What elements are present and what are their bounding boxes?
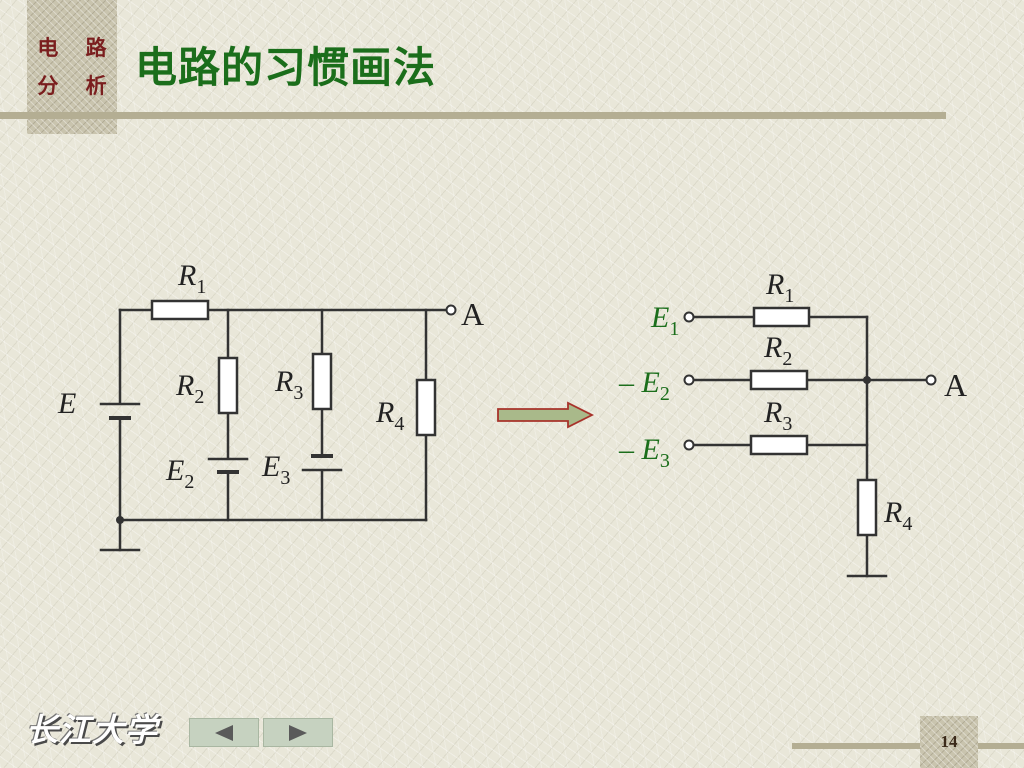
left-r1-resistor bbox=[150, 299, 210, 321]
right-e3-terminal bbox=[683, 439, 695, 451]
course-logo: 电 路 分 析 bbox=[27, 0, 117, 134]
right-r4-resistor bbox=[856, 478, 878, 537]
transform-arrow bbox=[497, 401, 595, 429]
logo-line-1: 电 路 bbox=[37, 36, 117, 60]
arrow-right-icon bbox=[289, 724, 307, 741]
prev-slide-button[interactable] bbox=[189, 718, 259, 747]
right-r2-label: R2 bbox=[763, 331, 792, 370]
right-node-a-terminal bbox=[925, 374, 937, 386]
right-e1-terminal bbox=[683, 311, 695, 323]
page-number: 14 bbox=[940, 732, 958, 751]
left-node-a-terminal bbox=[445, 304, 457, 316]
right-r4-label: R4 bbox=[883, 496, 912, 535]
left-r2-resistor bbox=[217, 356, 239, 415]
right-node-a-label: A bbox=[944, 367, 967, 403]
left-e-label: E bbox=[57, 387, 76, 420]
logo-line-2: 分 析 bbox=[37, 74, 117, 98]
left-r1-label: R1 bbox=[177, 259, 206, 298]
right-r2-resistor bbox=[749, 369, 809, 391]
page-title: 电路的习惯画法 bbox=[135, 43, 437, 92]
left-r4-label: R4 bbox=[375, 396, 404, 435]
left-node-a-label: A bbox=[461, 296, 484, 332]
left-r2-label: R2 bbox=[175, 369, 204, 408]
footer-divider bbox=[792, 743, 1024, 749]
page-number-box: 14 bbox=[920, 716, 978, 768]
left-e2-label: E2 bbox=[165, 454, 194, 493]
right-r3-resistor bbox=[749, 434, 809, 456]
right-r3-label: R3 bbox=[763, 396, 792, 435]
right-e1-label: E1 bbox=[650, 301, 679, 340]
title-divider bbox=[0, 112, 946, 119]
left-e3-label: E3 bbox=[261, 450, 290, 489]
left-r4-resistor bbox=[415, 378, 437, 437]
next-slide-button[interactable] bbox=[263, 718, 333, 747]
arrow-left-icon bbox=[215, 724, 233, 741]
university-logo-text: 长江大学 bbox=[26, 711, 159, 749]
right-e3-label: – E3 bbox=[618, 433, 670, 472]
right-e2-terminal bbox=[683, 374, 695, 386]
right-r1-label: R1 bbox=[765, 268, 794, 307]
left-r3-resistor bbox=[311, 352, 333, 411]
right-e2-label: – E2 bbox=[618, 366, 670, 405]
left-r3-label: R3 bbox=[274, 365, 303, 404]
right-r1-resistor bbox=[752, 306, 811, 328]
